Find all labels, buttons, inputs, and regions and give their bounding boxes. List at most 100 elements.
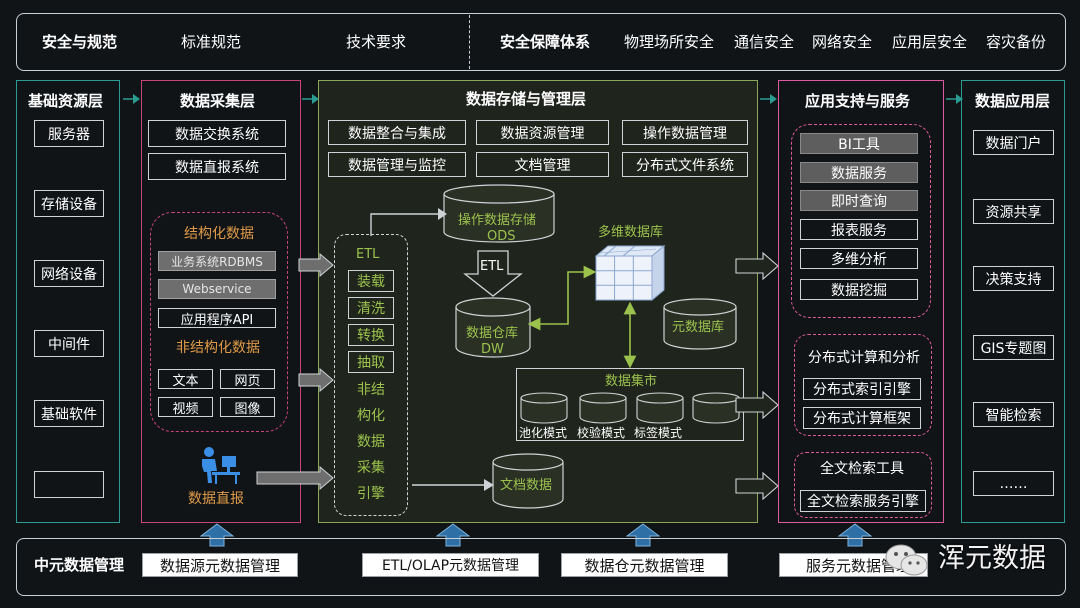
dist-index-box: 分布式索引引擎 [803, 378, 921, 400]
guarantee-title: 安全保障体系 [500, 33, 591, 51]
video-box: 视频 [158, 397, 213, 417]
dist-group [794, 334, 932, 436]
app-to-data-app-small-arrow [946, 94, 963, 104]
collect-layer-title: 数据采集层 [180, 92, 256, 110]
collect-to-storage-arrow [298, 253, 334, 277]
fulltext-group [794, 452, 932, 518]
security-bar [16, 13, 1066, 71]
tech-label: 技术要求 [346, 33, 407, 51]
direct-to-storage-arrow [256, 466, 334, 490]
base-item-software: 基础软件 [34, 400, 104, 427]
storage-to-app-arrow [735, 252, 779, 280]
app-layer-panel [778, 80, 944, 523]
guarantee-item: 物理场所安全 [624, 33, 715, 51]
etl-down-arrow [463, 250, 523, 297]
base-item-empty [34, 471, 104, 498]
webpage-box: 网页 [220, 369, 275, 389]
cube-mart-link-arrow [623, 301, 637, 369]
engine-to-doc-arrow [412, 479, 494, 491]
security-bar-divider [469, 15, 470, 69]
mart-cylinder-icon [692, 392, 740, 424]
meta-database-icon [663, 298, 737, 350]
base-to-collect-arrow [123, 94, 140, 104]
services-group [791, 124, 931, 318]
service-meta-box: 服务元数据管理 [779, 553, 928, 577]
standard-label: 标准规范 [181, 33, 242, 51]
meta-up-arrow [200, 523, 234, 547]
dfs-box: 分布式文件系统 [622, 152, 748, 177]
extract-box: 抽取 [348, 351, 394, 373]
guarantee-item: 容灾备份 [986, 33, 1047, 51]
base-item-server: 服务器 [34, 120, 104, 147]
meta-bar-title: 中元数据管理 [34, 556, 125, 574]
engine-text: 引擎 [357, 486, 385, 502]
engine-text: 构化 [357, 408, 385, 424]
mart-cylinder-icon [520, 392, 568, 424]
data-mart-title: 数据集市 [605, 374, 658, 389]
gis-map-box: GIS专题图 [973, 335, 1054, 360]
warehouse-meta-box: 数据仓元数据管理 [561, 553, 728, 577]
instant-query-box: 即时查询 [800, 190, 918, 211]
ods-label-line1: 操作数据存储 [458, 213, 537, 228]
data-app-layer-panel [961, 80, 1065, 523]
olap-box: 多维分析 [800, 248, 918, 269]
resource-mgmt-box: 数据资源管理 [476, 120, 609, 145]
mart-model-label: 池化模式 [519, 426, 568, 440]
base-layer-panel [16, 80, 120, 523]
load-box: 装载 [348, 270, 394, 292]
ods-label-line2: ODS [487, 229, 516, 244]
storage-layer-title: 数据存储与管理层 [466, 90, 587, 108]
dist-title: 分布式计算和分析 [808, 350, 920, 366]
rdbms-box: 业务系统RDBMS [158, 251, 276, 271]
mart-cylinder-icon [636, 392, 684, 424]
dw-cube-link-arrow [528, 265, 597, 331]
collect-to-storage-arrow [298, 368, 334, 392]
resource-share-box: 资源共享 [973, 199, 1054, 224]
engine-text: 非结 [357, 382, 385, 398]
more-box: …… [973, 471, 1054, 496]
direct-report-system-box: 数据直报系统 [148, 153, 286, 180]
doc-mgmt-box: 文档管理 [476, 152, 609, 177]
smart-search-box: 智能检索 [973, 402, 1054, 427]
direct-report-label: 数据直报 [188, 491, 244, 507]
collect-data-group [150, 212, 288, 432]
base-item-network: 网络设备 [34, 260, 104, 287]
engine-text: 采集 [357, 460, 385, 476]
etl-olap-meta-box: ETL/OLAP元数据管理 [362, 553, 539, 577]
meta-up-arrow [838, 523, 872, 547]
api-box: 应用程序API [158, 308, 276, 328]
clean-box: 清洗 [348, 297, 394, 319]
guarantee-item: 网络安全 [812, 33, 873, 51]
report-service-box: 报表服务 [800, 219, 918, 240]
meta-bar [16, 538, 1066, 596]
storage-to-app-small-arrow [760, 94, 777, 104]
base-layer-title: 基础资源层 [28, 92, 104, 110]
data-service-box: 数据服务 [800, 162, 918, 183]
unstructured-title: 非结构化数据 [176, 340, 260, 356]
structured-title: 结构化数据 [184, 226, 254, 242]
doc-database-icon [492, 453, 564, 509]
monitor-box: 数据管理与监控 [328, 152, 466, 177]
storage-to-app-arrow [735, 391, 779, 419]
guarantee-item: 通信安全 [734, 33, 795, 51]
mart-cylinder-icon [579, 392, 627, 424]
meta-db-label: 元数据库 [672, 320, 725, 335]
engine-text: 数据 [357, 434, 385, 450]
mart-model-label: 校验模式 [577, 426, 626, 440]
decision-support-box: 决策支持 [973, 266, 1054, 291]
bi-tool-box: BI工具 [800, 133, 918, 154]
fulltext-engine-box: 全文检索服务引擎 [800, 490, 926, 512]
cube-label: 多维数据库 [598, 225, 664, 240]
wechat-icon [885, 544, 928, 576]
data-mining-box: 数据挖掘 [800, 279, 918, 300]
fulltext-title: 全文检索工具 [820, 461, 904, 477]
source-meta-box: 数据源元数据管理 [142, 553, 298, 577]
person-computer-icon [202, 447, 240, 484]
mart-model-label: 标签模式 [634, 426, 683, 440]
base-item-middleware: 中间件 [34, 330, 104, 357]
doc-data-label: 文档数据 [500, 478, 553, 493]
exchange-system-box: 数据交换系统 [148, 120, 286, 147]
etl-arrow-label: ETL [480, 259, 504, 274]
data-portal-box: 数据门户 [973, 130, 1054, 155]
meta-up-arrow [626, 523, 660, 547]
